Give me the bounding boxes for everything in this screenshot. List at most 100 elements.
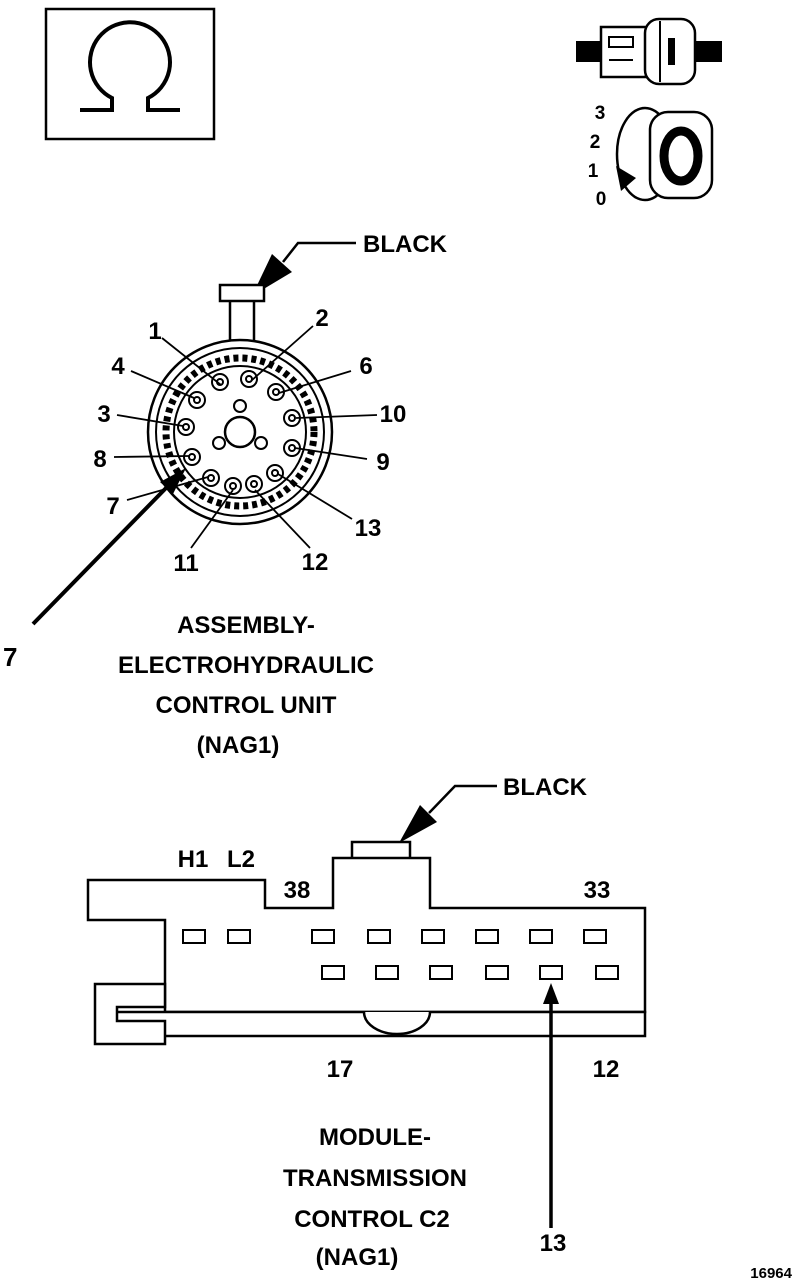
connector-body [86,856,647,1014]
caption-line-4: (NAG1) [197,732,280,759]
inner-shell [155,347,325,517]
pin-socket [254,436,268,450]
callout-arrowhead [399,805,437,843]
center-keyway [223,415,257,449]
inline-connector-side-view [576,17,722,86]
pin-socket [224,477,242,495]
leader-pin-2 [250,325,314,382]
rect-connector-labels: H1 L2 38 33 17 12 [178,846,620,1083]
leader-pin-11 [190,489,234,549]
pin-socket-core [250,480,258,488]
pin-socket [211,373,229,391]
caption-line-2: ELECTROHYDRAULIC [118,652,374,679]
pin-slot [583,929,607,944]
pin-slot [421,929,445,944]
leader-pin-3 [116,414,184,427]
leader-pin-12 [254,489,311,549]
pin-leader-lines [113,325,378,549]
left-mount-bracket [93,982,167,1046]
leader-pin-9 [294,447,368,460]
round-connector-caption: ASSEMBLY- ELECTROHYDRAULIC CONTROL UNIT … [118,612,374,759]
pin-label-13: 13 [355,515,382,542]
pin-slot [311,929,335,944]
caption-line-2: TRANSMISSION [283,1165,467,1192]
label-pin-12: 12 [593,1056,620,1083]
connector-symbol-legend [44,7,216,141]
pin-socket [212,436,226,450]
leader-pin-10 [295,414,378,419]
caption-line-1: ASSEMBLY- [177,612,315,639]
omega-symbol-icon [80,20,180,112]
pin13-callout-label: 13 [540,1230,567,1257]
caption-line-1: MODULE- [319,1124,431,1151]
pin-socket-core [229,482,237,490]
callout-leader [282,241,356,263]
keyway-number-2: 2 [590,132,601,153]
pin7-callout: 7 [3,468,186,672]
toothed-lock-ring [162,354,318,510]
pin-sockets [177,370,301,495]
pin-label-6: 6 [359,353,372,380]
pin-slot [321,965,345,980]
pin-socket-core [207,474,215,482]
pin-socket-core [272,388,280,396]
pin-label-2: 2 [315,305,328,332]
pin13-callout-arrowhead [543,983,559,1004]
pin-socket-core [182,423,190,431]
bottom-bump [362,1011,432,1036]
pin-socket [188,391,206,409]
label-h1: H1 [178,846,209,873]
label-pin-33: 33 [584,877,611,904]
pin-socket [177,418,195,436]
pin-socket-core [188,453,196,461]
keyway-ring [659,126,703,186]
pin-label-1: 1 [148,318,161,345]
pin-label-7: 7 [106,493,119,520]
keyway-number-3: 3 [595,103,606,124]
leader-pin-1 [161,337,222,386]
leader-pin-6 [278,370,352,394]
pin-slot [367,929,391,944]
wire-color-label: BLACK [363,231,448,258]
inline-connector-front-view: 3 2 1 0 [588,103,714,210]
pin-slot [529,929,553,944]
pin-label-11: 11 [173,550,198,577]
figure-number: 16964 [750,1265,792,1282]
pin-socket [266,464,284,482]
pin-socket-core [288,414,296,422]
wire-left [576,41,602,62]
pin-socket [183,448,201,466]
label-pin-38: 38 [284,877,311,904]
leader-pin-13 [277,473,353,520]
leader-pin-8 [113,455,190,458]
pin7-callout-arrowhead [160,468,186,494]
pin-label-10: 10 [380,401,407,428]
pin13-callout: 13 [540,983,567,1257]
callout-leader [428,784,497,814]
pin-label-12: 12 [302,549,329,576]
key-index-wedge [616,166,636,191]
wire-right [694,41,722,62]
label-l2: L2 [227,846,255,873]
pin-label-8: 8 [93,446,106,473]
pin-slot [227,929,251,944]
pin-label-4: 4 [111,353,125,380]
pin-socket-core [193,396,201,404]
rect-connector: H1 L2 38 33 17 12 13 MODULE- TRANSMISSIO… [86,840,647,1271]
pin-socket [240,370,258,388]
pin7-callout-label: 7 [3,642,17,672]
keyway-number-1: 1 [588,161,599,182]
plug-terminal-detail [608,36,634,48]
pin-label-9: 9 [376,449,389,476]
pin-slot-13 [539,965,563,980]
pin-slot [429,965,453,980]
keyway-number-0: 0 [596,189,607,210]
legend-box [44,7,216,141]
pin-slot-row-lower [321,965,619,980]
boot-slot [668,38,675,65]
label-pin-17: 17 [327,1056,354,1083]
pin-label-3: 3 [97,401,110,428]
rect-connector-caption: MODULE- TRANSMISSION CONTROL C2 (NAG1) [283,1124,467,1271]
caption-line-4: (NAG1) [316,1244,399,1271]
